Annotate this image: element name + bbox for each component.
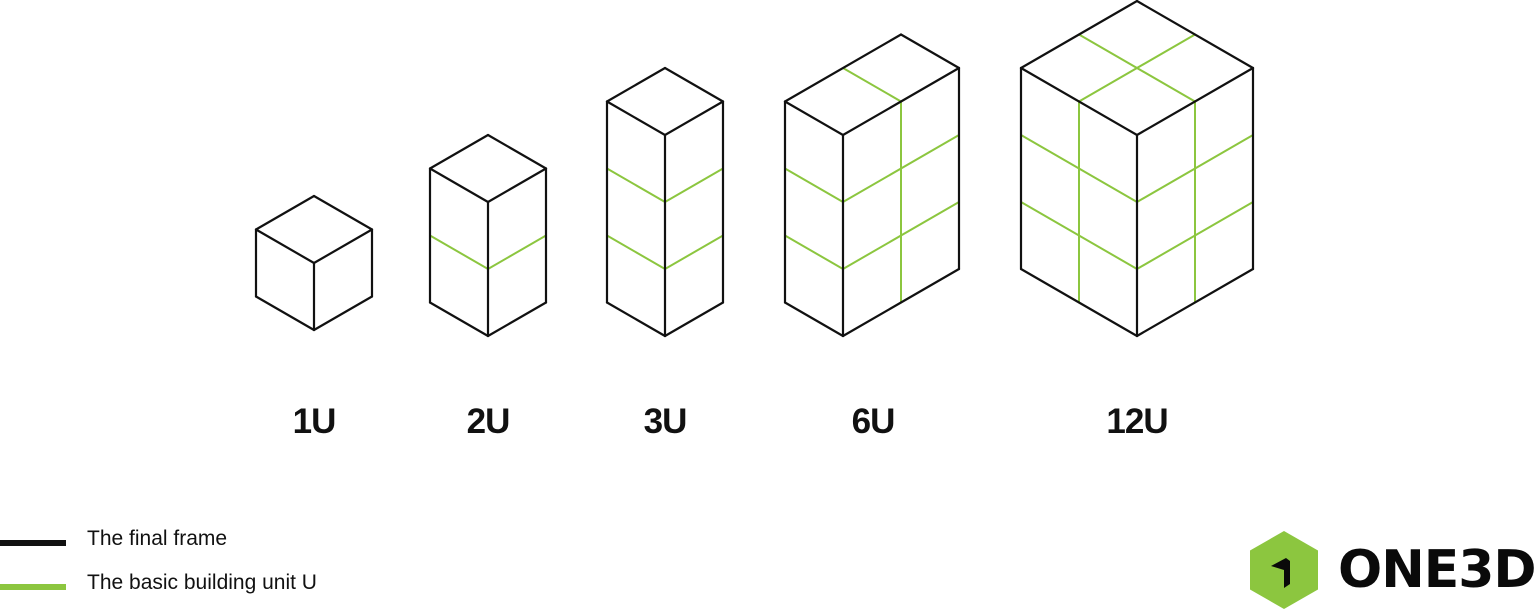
unit-line [784, 167, 844, 203]
legend-unit-swatch [0, 584, 66, 590]
frame-edge [1019, 0, 1139, 70]
frame-edge [312, 194, 374, 231]
legend-frame-label: The final frame [87, 527, 228, 550]
unit-line [487, 234, 547, 270]
frame-edge [254, 194, 316, 231]
frame-edge [663, 66, 725, 103]
cube-6u [783, 33, 961, 338]
frame-edge [486, 133, 548, 170]
frame-edge [605, 301, 667, 338]
legend-unit-label: The basic building unit U [87, 571, 317, 594]
cube-2u [428, 133, 548, 338]
cube-12u [1019, 0, 1255, 338]
unit-line [842, 201, 960, 270]
frame-edge [783, 33, 903, 103]
unit-line [842, 67, 902, 103]
unit-line [606, 167, 666, 203]
unit-line [606, 234, 666, 270]
legend-frame-swatch [0, 540, 66, 546]
frame-edge [428, 133, 490, 170]
unit-line [664, 167, 724, 203]
cube-label-12u: 12U [1106, 402, 1168, 441]
frame-edge [486, 301, 548, 338]
frame-edge [312, 295, 374, 332]
frame-edge [254, 295, 316, 332]
cube-label-1u: 1U [292, 402, 337, 441]
cube-label-2u: 2U [466, 402, 511, 441]
frame-edge [605, 100, 667, 137]
frame-edge [486, 167, 548, 204]
logo-text: ONE3D [1338, 540, 1536, 600]
frame-edge [254, 228, 316, 265]
frame-edge [1135, 267, 1255, 338]
cube-label-3u: 3U [643, 402, 688, 441]
frame-edge [428, 301, 490, 338]
unit-line [842, 134, 960, 203]
unit-line [1020, 201, 1138, 270]
unit-line [1020, 134, 1138, 203]
unit-line [1136, 134, 1254, 203]
cube-1u [254, 194, 374, 332]
frame-edge [663, 100, 725, 137]
unit-line [429, 234, 489, 270]
frame-edge [783, 301, 845, 338]
frame-edge [1135, 66, 1255, 137]
cube-label-6u: 6U [851, 402, 896, 441]
unit-line [1136, 201, 1254, 270]
frame-edge [1019, 66, 1139, 137]
unit-line [784, 234, 844, 270]
frame-edge [428, 167, 490, 204]
unit-line [1078, 33, 1196, 103]
unit-line [664, 234, 724, 270]
frame-edge [841, 267, 961, 338]
frame-edge [899, 33, 961, 70]
frame-edge [312, 228, 374, 265]
frame-edge [1135, 0, 1255, 70]
frame-edge [663, 301, 725, 338]
logo-hexagon-icon [1250, 531, 1318, 609]
frame-edge [783, 100, 845, 137]
frame-edge [841, 66, 961, 137]
frame-edge [1019, 267, 1139, 338]
cube-3u [605, 66, 725, 338]
frame-edge [605, 66, 667, 103]
